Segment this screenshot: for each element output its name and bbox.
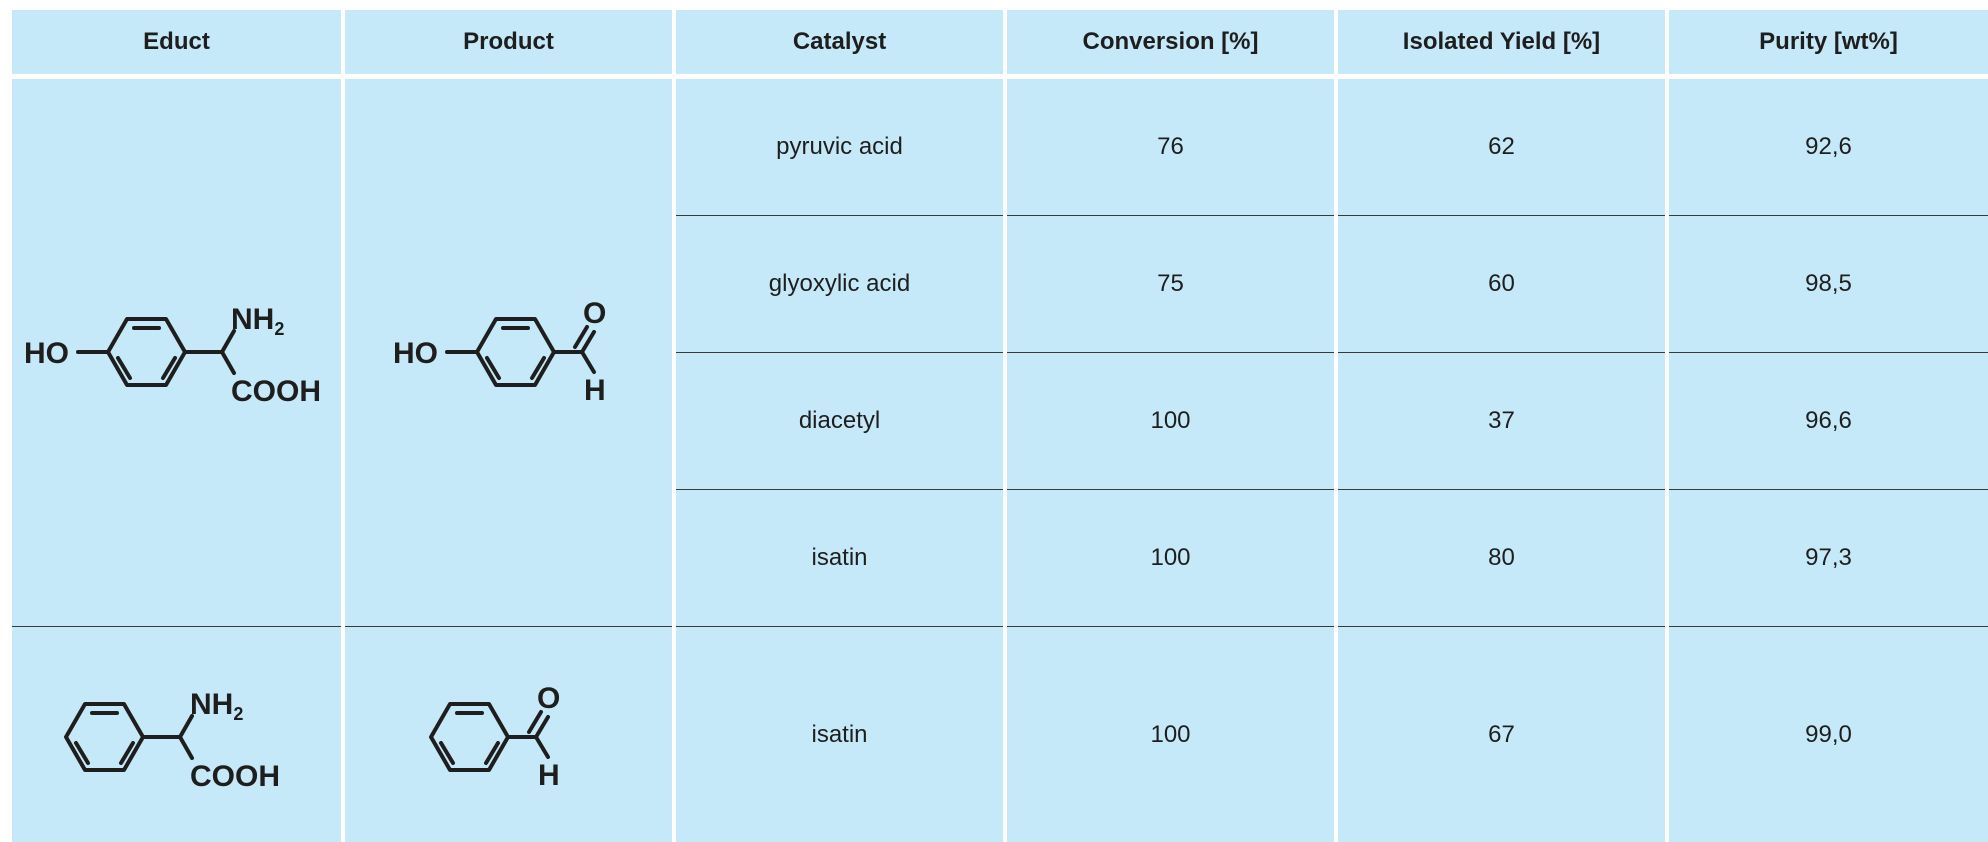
product1-aldehyde-h-bond: [582, 352, 594, 372]
header-isolated-yield: Isolated Yield [%]: [1336, 10, 1667, 77]
product1-o-label: O: [583, 297, 606, 330]
catalyst-cell: pyruvic acid: [674, 77, 1005, 216]
catalyst-cell: isatin: [674, 489, 1005, 626]
conversion-cell: 100: [1005, 627, 1336, 842]
product1-ho-label: HO: [393, 337, 438, 370]
conversion-cell: 76: [1005, 77, 1336, 216]
header-row: Educt Product Catalyst Conversion [%] Is…: [12, 10, 1988, 77]
product2-h-label: H: [538, 759, 560, 792]
purity-cell: 99,0: [1667, 627, 1988, 842]
results-table-container: Educt Product Catalyst Conversion [%] Is…: [12, 10, 1988, 842]
yield-cell: 37: [1336, 353, 1667, 490]
catalyst-cell: diacetyl: [674, 353, 1005, 490]
product-structure-hydroxybenzaldehyde: HO O H: [343, 77, 674, 627]
product1-h-label: H: [584, 374, 606, 407]
header-conversion: Conversion [%]: [1005, 10, 1336, 77]
purity-cell: 92,6: [1667, 77, 1988, 216]
purity-cell: 98,5: [1667, 216, 1988, 353]
phenylglycine-structure-drawing: NH2 COOH: [12, 627, 343, 835]
educt1-ho-label: HO: [24, 337, 69, 370]
header-product: Product: [343, 10, 674, 77]
product2-aldehyde-h-bond: [536, 737, 548, 757]
catalyst-cell: isatin: [674, 627, 1005, 842]
yield-cell: 62: [1336, 77, 1667, 216]
catalyst-cell: glyoxylic acid: [674, 216, 1005, 353]
educt1-cooh-label: COOH: [231, 375, 321, 408]
benzaldehyde-structure-drawing: O H: [345, 627, 676, 835]
yield-cell: 67: [1336, 627, 1667, 842]
conversion-cell: 100: [1005, 353, 1336, 490]
educt2-cooh-label: COOH: [190, 760, 280, 793]
table-row: NH2 COOH O H isatin 10: [12, 627, 1988, 842]
hydroxyphenylglycine-structure-drawing: HO NH2 COOH: [12, 79, 343, 619]
results-table: Educt Product Catalyst Conversion [%] Is…: [12, 10, 1988, 842]
educt2-acid-bond: [180, 737, 192, 758]
header-educt: Educt: [12, 10, 343, 77]
product-structure-benzaldehyde: O H: [343, 627, 674, 842]
educt1-acid-bond: [222, 352, 234, 373]
hydroxybenzaldehyde-structure-drawing: HO O H: [345, 79, 676, 619]
header-catalyst: Catalyst: [674, 10, 1005, 77]
educt-structure-phenylglycine: NH2 COOH: [12, 627, 343, 842]
purity-cell: 97,3: [1667, 489, 1988, 626]
conversion-cell: 100: [1005, 489, 1336, 626]
yield-cell: 60: [1336, 216, 1667, 353]
conversion-cell: 75: [1005, 216, 1336, 353]
educt-structure-hydroxyphenylglycine: HO NH2 COOH: [12, 77, 343, 627]
purity-cell: 96,6: [1667, 353, 1988, 490]
header-purity: Purity [wt%]: [1667, 10, 1988, 77]
educt1-nh2-label: NH2: [231, 303, 284, 339]
table-row: HO NH2 COOH HO: [12, 77, 1988, 216]
product2-o-label: O: [537, 682, 560, 715]
educt2-nh2-label: NH2: [190, 688, 243, 724]
yield-cell: 80: [1336, 489, 1667, 626]
